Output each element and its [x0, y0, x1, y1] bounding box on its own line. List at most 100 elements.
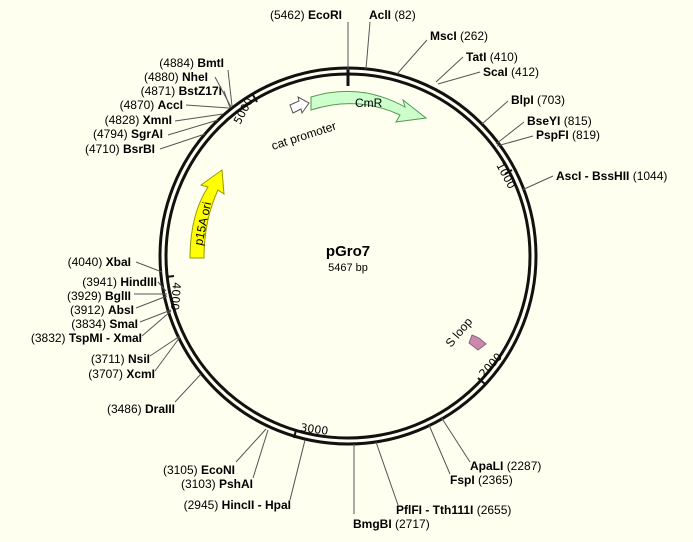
tick-4000: 4000	[165, 275, 183, 311]
site-line	[174, 373, 202, 403]
site-label: (3711) NsiI	[91, 352, 150, 366]
tick-label-1000: 1000	[493, 160, 518, 191]
site-ecori[interactable]: (5462) EcoRI	[270, 8, 349, 70]
site-acci[interactable]: (4870) AccI	[120, 98, 230, 112]
site-pflfi-tth111i[interactable]: PflFI - Tth111I (2655)	[375, 441, 511, 517]
tick-label-3000: 3000	[300, 421, 330, 438]
cmr-label: CmR	[355, 96, 383, 110]
site-sgrai[interactable]: (4794) SgrAI	[93, 119, 219, 141]
tick-label-5000: 5000	[231, 96, 256, 127]
tick-3000: 3000	[293, 421, 330, 439]
site-line	[496, 135, 534, 147]
site-label: AclI (82)	[369, 8, 416, 22]
site-tspmi-xmai[interactable]: (3832) TspMI - XmaI	[31, 310, 172, 345]
site-apali[interactable]: ApaLI (2287)	[440, 416, 541, 473]
site-bmti[interactable]: (4884) BmtI	[159, 56, 233, 107]
site-acli[interactable]: AclI (82)	[365, 8, 416, 70]
site-label: (3832) TspMI - XmaI	[31, 331, 142, 345]
site-line	[159, 133, 206, 150]
site-line	[521, 175, 554, 191]
site-hincii-hpai[interactable]: (2945) HincII - HpaI	[184, 439, 306, 512]
site-line	[437, 71, 481, 85]
site-fspi[interactable]: FspI (2365)	[428, 424, 513, 487]
site-label: (3105) EcoNI	[163, 463, 235, 477]
site-line	[167, 119, 219, 136]
site-label: PspFI (819)	[536, 128, 600, 142]
site-draiii[interactable]: (3486) DraIII	[107, 373, 202, 416]
site-bsrbi[interactable]: (4710) BsrBI	[85, 133, 206, 156]
site-label: (4870) AccI	[120, 98, 183, 112]
site-label: AscI - BssHII (1044)	[556, 169, 667, 183]
site-label: (4880) NheI	[144, 70, 208, 84]
site-line	[157, 281, 167, 292]
site-pspfi[interactable]: PspFI (819)	[496, 128, 600, 147]
site-blpi[interactable]: BlpI (703)	[481, 93, 565, 125]
site-line	[149, 335, 181, 357]
tick-label-4000: 4000	[168, 282, 183, 311]
site-pshai[interactable]: (3103) PshAI	[181, 429, 269, 491]
feature-p15a-ori: p15A ori	[189, 169, 225, 259]
site-label: (4710) BsrBI	[85, 142, 155, 156]
site-line	[154, 336, 181, 372]
tick-1000: 1000	[493, 160, 518, 191]
site-absi[interactable]: (3912) AbsI	[70, 295, 168, 317]
site-bstz17i[interactable]: (4871) BstZ17I	[141, 84, 231, 109]
tick-mark-1000	[504, 169, 513, 175]
site-label: BmgBI (2717)	[353, 517, 430, 531]
site-line	[428, 424, 451, 475]
site-line	[135, 295, 168, 309]
site-label: (3929) BglII	[67, 289, 131, 303]
site-line	[141, 310, 172, 337]
site-line	[396, 39, 428, 75]
site-nsii[interactable]: (3711) NsiI	[91, 335, 181, 366]
cat-promoter-arrow	[289, 96, 310, 115]
site-econi[interactable]: (3105) EcoNI	[163, 428, 267, 477]
site-scai[interactable]: ScaI (412)	[437, 65, 539, 85]
site-label: (3103) PshAI	[181, 477, 253, 491]
site-xmni[interactable]: (4828) XmnI	[105, 113, 224, 127]
site-line	[185, 104, 230, 109]
site-line	[252, 429, 269, 479]
plasmid-name: pGro7	[326, 243, 370, 260]
tick-mark-5000	[252, 94, 258, 103]
site-label: TatI (410)	[466, 50, 518, 64]
site-asci-bsshii[interactable]: AscI - BssHII (1044)	[521, 169, 667, 191]
site-line	[135, 261, 163, 273]
site-line	[435, 56, 464, 83]
cmr-arrow	[310, 90, 428, 123]
site-label: ScaI (412)	[483, 65, 539, 79]
site-msci[interactable]: MscI (262)	[396, 29, 488, 75]
site-xcmi[interactable]: (3707) XcmI	[88, 336, 181, 381]
p15a-ori-arrow	[189, 169, 225, 259]
site-label: (3941) HindIII	[82, 275, 157, 289]
cat-promoter-label: cat promoter	[270, 119, 338, 153]
site-bseyi[interactable]: BseYI (815)	[495, 114, 592, 145]
site-line	[174, 113, 224, 122]
site-label: (3707) XcmI	[88, 367, 155, 381]
site-label: (3834) SmaI	[71, 317, 138, 331]
site-label: BlpI (703)	[511, 93, 565, 107]
site-nhei[interactable]: (4880) NheI	[144, 70, 232, 108]
feature-s-loop: S loop	[443, 315, 487, 351]
site-line	[365, 21, 371, 70]
site-label: (3912) AbsI	[70, 303, 134, 317]
site-xbai[interactable]: (4040) XbaI	[68, 255, 163, 273]
site-label: BseYI (815)	[527, 114, 592, 128]
site-line	[440, 416, 471, 463]
feature-cmr: CmR	[310, 90, 428, 123]
site-label: (3486) DraIII	[107, 402, 175, 416]
site-hindiii[interactable]: (3941) HindIII	[82, 275, 167, 292]
site-bmgbi[interactable]: BmgBI (2717)	[353, 444, 430, 531]
site-tati[interactable]: TatI (410)	[435, 50, 518, 83]
tick-mark-2000	[477, 377, 486, 385]
site-smai[interactable]: (3834) SmaI	[71, 309, 172, 331]
site-line	[289, 439, 306, 501]
site-label: FspI (2365)	[450, 473, 513, 487]
site-label: (4794) SgrAI	[93, 127, 163, 141]
tick-mark-4000	[165, 275, 175, 278]
site-line	[375, 441, 399, 506]
site-bglii[interactable]: (3929) BglII	[67, 289, 167, 303]
site-label: (5462) EcoRI	[270, 8, 342, 22]
site-label: (4040) XbaI	[68, 255, 131, 269]
